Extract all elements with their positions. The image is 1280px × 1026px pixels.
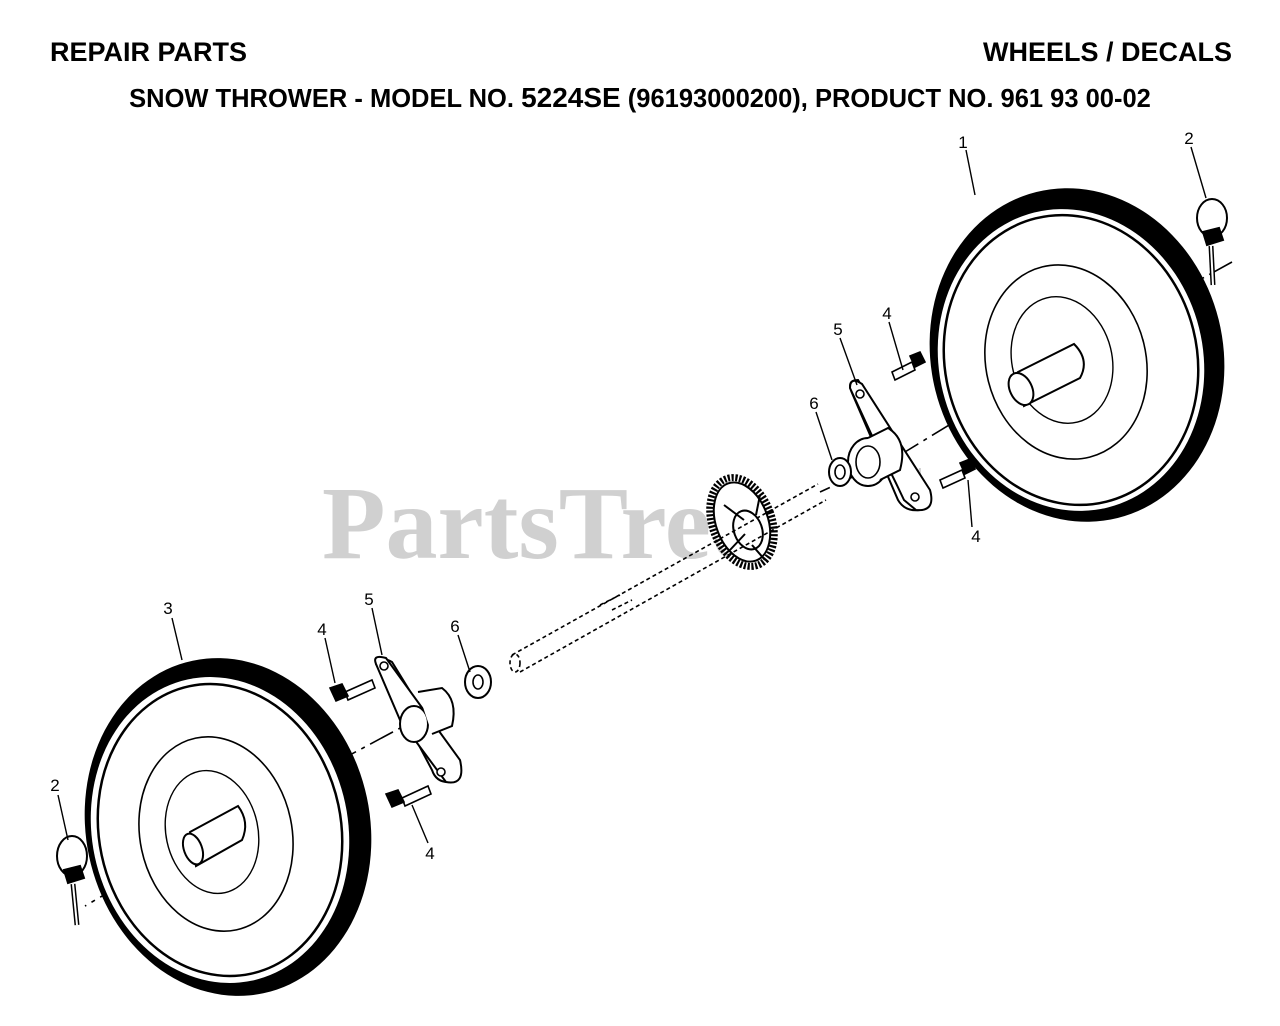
callout-right-bolt-upper: 4 — [882, 304, 891, 323]
model-number: 5224SE — [521, 82, 621, 113]
left-bearing-flange — [374, 655, 463, 784]
model-prefix: SNOW THROWER - MODEL NO. — [129, 85, 522, 113]
callout-left-washer: 6 — [450, 617, 459, 636]
left-washer — [464, 665, 492, 699]
right-axle-stub — [1016, 342, 1085, 408]
left-rim-edge — [96, 682, 344, 978]
callout-labels: 1 2 4 5 6 4 3 4 5 6 2 4 — [50, 129, 1193, 863]
callout-left-pin: 2 — [50, 776, 59, 795]
callout-right-pin: 2 — [1184, 129, 1193, 148]
callout-right-washer: 6 — [809, 394, 818, 413]
callout-left-tire: 3 — [163, 599, 172, 618]
right-hub-inner — [1010, 296, 1114, 424]
leader-lines — [57, 146, 1207, 844]
model-suffix: (96193000200), PRODUCT NO. 961 93 00-02 — [620, 85, 1151, 113]
right-wheel-assembly — [929, 188, 1225, 522]
right-bolt-lower — [938, 457, 977, 490]
section-subject: WHEELS / DECALS — [982, 37, 1232, 67]
right-rim-edge — [942, 213, 1200, 507]
right-washer — [828, 457, 852, 487]
right-hub-outer — [984, 264, 1148, 460]
callout-right-bolt-lower: 4 — [971, 527, 980, 546]
callout-left-bolt-upper: 4 — [317, 620, 326, 639]
right-axle-end — [1007, 371, 1035, 407]
axle-shaft — [509, 483, 827, 673]
callout-left-bolt-lower: 4 — [425, 844, 434, 863]
right-bearing-flange — [847, 378, 933, 512]
callout-right-tire: 1 — [958, 133, 967, 152]
left-hub-inner — [164, 769, 260, 895]
drive-gear — [706, 474, 778, 570]
callout-left-bearing-flange: 5 — [364, 590, 373, 609]
right-hitch-pin — [1196, 198, 1228, 286]
left-axle-end — [181, 832, 205, 866]
left-hub-outer — [138, 736, 294, 932]
section-title: REPAIR PARTS — [50, 37, 248, 67]
right-bolt-upper — [890, 350, 927, 382]
callout-right-bearing-flange: 5 — [833, 320, 842, 339]
left-hitch-pin — [56, 835, 88, 926]
left-bolt-upper — [328, 678, 377, 703]
model-line: SNOW THROWER - MODEL NO. 5224SE (9619300… — [0, 82, 1280, 115]
left-wheel-assembly — [84, 658, 372, 996]
watermark-text: PartsTree — [322, 466, 757, 581]
left-bolt-lower — [384, 784, 433, 809]
